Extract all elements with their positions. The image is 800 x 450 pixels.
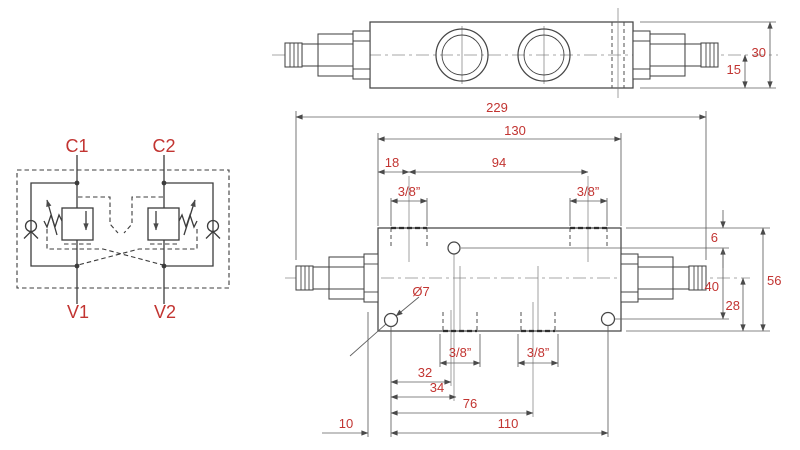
dim-110: 110 — [498, 416, 519, 431]
dim-28: 28 — [726, 298, 740, 313]
plan-view-dimensions: 229 130 18 94 3/8” 3/8” 6 40 28 56 Ø7 — [295, 100, 781, 437]
side-view: 30 15 — [272, 8, 778, 98]
plan-view-right-fitting — [620, 253, 707, 303]
dia7-leader — [395, 296, 420, 317]
plan-view-body — [377, 227, 622, 332]
port-label-v1: V1 — [67, 302, 89, 322]
dim-10: 10 — [339, 416, 353, 431]
dim-mount-hole-dia7: Ø7 — [412, 284, 429, 299]
dim-76: 76 — [463, 396, 477, 411]
port-label-c2: C2 — [152, 136, 175, 156]
dim-hole-6: 6 — [711, 230, 718, 245]
gauge-hole — [447, 241, 461, 255]
left-adjust-arrow — [46, 199, 58, 236]
cavity-circle-2 — [517, 28, 571, 82]
right-adjust-arrow — [183, 199, 196, 236]
port-label-c1: C1 — [65, 136, 88, 156]
dim-height-30: 30 — [752, 45, 766, 60]
dim-thread-v2: 3/8” — [527, 345, 549, 360]
dim-thread-c1: 3/8” — [398, 184, 420, 199]
dim-offset-18: 18 — [385, 155, 399, 170]
dim-thread-v1: 3/8” — [449, 345, 471, 360]
dim-32: 32 — [418, 365, 432, 380]
side-view-right-fitting — [632, 30, 719, 80]
mount-hole-right — [600, 311, 616, 327]
dim-40: 40 — [705, 279, 719, 294]
hydraulic-schematic: C1 C2 V1 V2 — [16, 136, 230, 322]
left-cartridge-symbol — [61, 207, 94, 241]
dim-overall-229: 229 — [486, 100, 508, 115]
port-label-v2: V2 — [154, 302, 176, 322]
right-cartridge-symbol — [147, 207, 180, 241]
side-view-left-fitting — [284, 30, 371, 80]
plan-view — [285, 176, 750, 417]
dim-width-56: 56 — [767, 273, 781, 288]
left-bypass-line — [30, 182, 77, 267]
right-bypass-line — [164, 182, 214, 267]
dim-thread-c2: 3/8” — [577, 184, 599, 199]
dim-body-130: 130 — [504, 123, 526, 138]
mount-hole-left — [383, 312, 399, 328]
plan-view-left-fitting — [295, 253, 379, 303]
cavity-circle-1 — [435, 28, 489, 82]
schematic-enclosure — [16, 169, 230, 289]
dim-34: 34 — [430, 380, 444, 395]
dim-half-height-15: 15 — [727, 62, 741, 77]
dim-spacing-94: 94 — [492, 155, 506, 170]
